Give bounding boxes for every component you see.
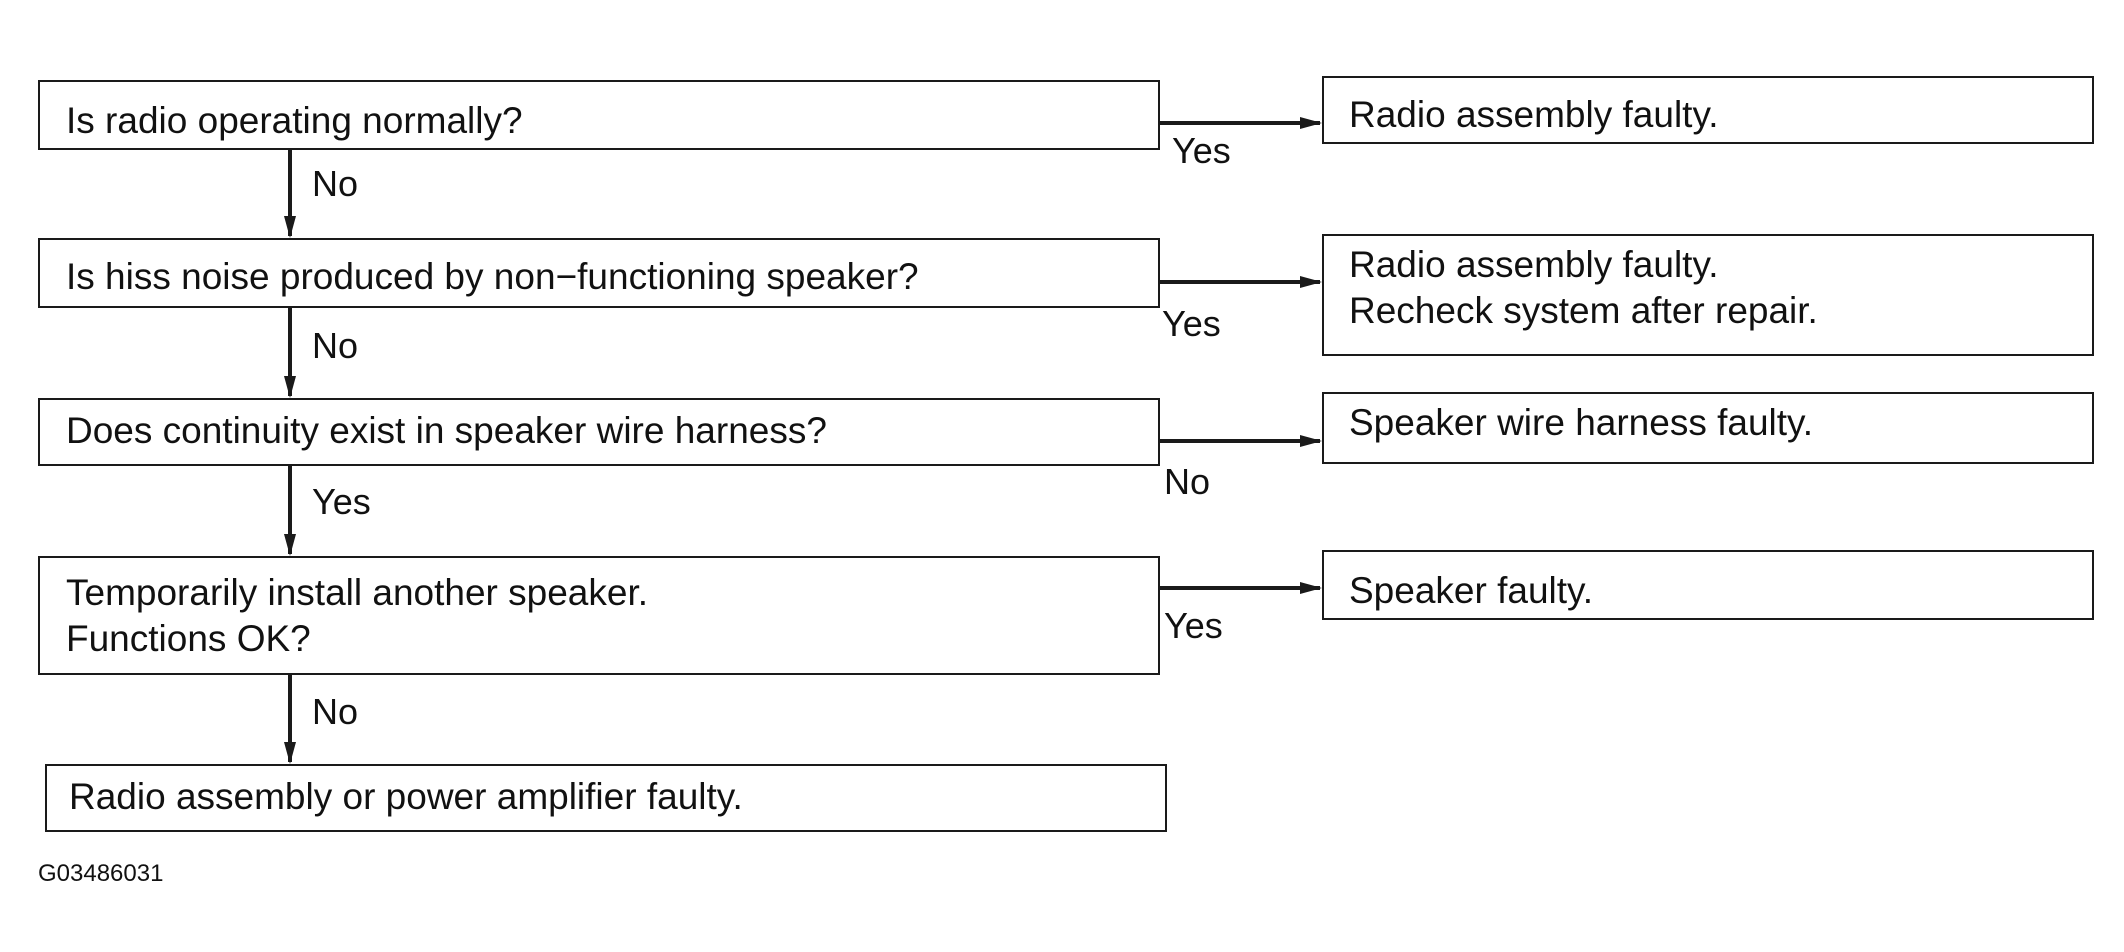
question-text-4: Temporarily install another speaker. Fun… [66, 572, 649, 659]
result-box-1: Radio assembly faulty. [1322, 76, 2094, 144]
question-box-1: Is radio operating normally? [38, 80, 1160, 150]
branch-label-q4-down: No [312, 691, 359, 732]
branch-label-q1-down: No [312, 163, 359, 204]
question-box-4: Temporarily install another speaker. Fun… [38, 556, 1160, 675]
branch-label-q1-right: Yes [1172, 130, 1231, 171]
result-box-3: Speaker wire harness faulty. [1322, 392, 2094, 464]
branch-label-q4-right: Yes [1164, 605, 1223, 646]
figure-id: G03486031 [38, 860, 164, 887]
question-text-3: Does continuity exist in speaker wire ha… [66, 410, 827, 451]
result-text-3: Speaker wire harness faulty. [1349, 402, 1814, 443]
question-box-2: Is hiss noise produced by non−functionin… [38, 238, 1160, 308]
branch-label-q3-down: Yes [312, 481, 371, 522]
result-box-2: Radio assembly faulty. Recheck system af… [1322, 234, 2094, 356]
question-text-1: Is radio operating normally? [66, 100, 523, 141]
final-result-text: Radio assembly or power amplifier faulty… [69, 776, 743, 817]
branch-label-q3-right: No [1164, 461, 1211, 502]
result-text-4: Speaker faulty. [1349, 570, 1594, 611]
branch-label-q2-right: Yes [1162, 303, 1221, 344]
question-box-3: Does continuity exist in speaker wire ha… [38, 398, 1160, 466]
result-box-4: Speaker faulty. [1322, 550, 2094, 620]
result-text-2: Radio assembly faulty. Recheck system af… [1349, 244, 1818, 331]
question-text-2: Is hiss noise produced by non−functionin… [66, 256, 919, 297]
result-text-1: Radio assembly faulty. [1349, 94, 1719, 135]
final-result-box: Radio assembly or power amplifier faulty… [45, 764, 1167, 832]
branch-label-q2-down: No [312, 325, 359, 366]
